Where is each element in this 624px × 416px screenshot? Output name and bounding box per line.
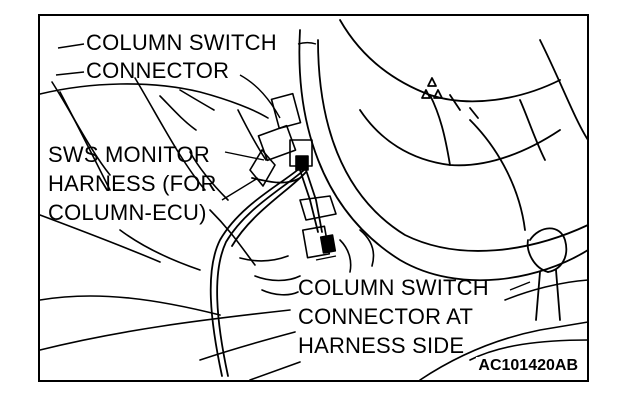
- dashboard-lines: [39, 77, 589, 381]
- gear-shift-lever: [526, 227, 568, 321]
- label-sws-monitor-harness: SWS MONITOR HARNESS (FOR COLUMN-ECU): [48, 140, 217, 227]
- label-column-switch-connector: COLUMN SWITCH CONNECTOR: [86, 31, 277, 83]
- label-line: HARNESS (FOR: [48, 171, 217, 196]
- monitor-harness: [209, 167, 323, 377]
- label-harness-side-connector: COLUMN SWITCH CONNECTOR AT HARNESS SIDE: [298, 273, 489, 360]
- label-line: HARNESS SIDE: [298, 333, 465, 358]
- figure-code: AC101420AB: [476, 357, 580, 375]
- label-line: CONNECTOR: [86, 58, 230, 83]
- column-switch: [249, 92, 337, 259]
- leader-lines: [55, 41, 531, 291]
- label-line: SWS MONITOR: [48, 142, 210, 167]
- label-line: CONNECTOR AT: [298, 304, 474, 329]
- label-line: COLUMN-ECU): [48, 200, 207, 225]
- steering-wheel: [298, 19, 589, 282]
- label-line: COLUMN SWITCH: [86, 30, 277, 55]
- label-line: COLUMN SWITCH: [298, 275, 489, 300]
